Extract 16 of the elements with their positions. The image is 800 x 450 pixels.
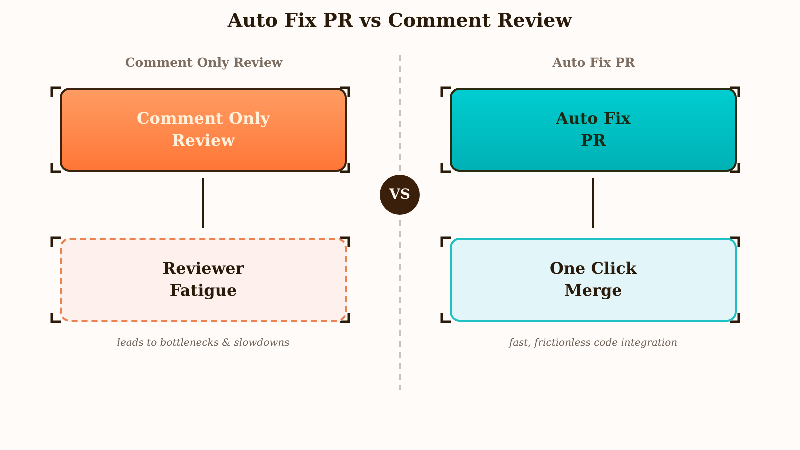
node-caption: leads to bottlenecks & slowdowns xyxy=(117,337,290,351)
outcome-box xyxy=(60,238,347,322)
node-label: One Click Merge xyxy=(548,258,638,302)
process-box xyxy=(450,88,737,172)
node-label: Auto Fix PR xyxy=(555,108,632,152)
outcome-box xyxy=(450,238,737,322)
column-heading: Comment Only Review xyxy=(125,55,283,71)
process-box xyxy=(60,88,347,172)
column-heading: Auto Fix PR xyxy=(552,55,636,71)
node-label: Comment Only Review xyxy=(136,108,272,152)
node-caption: fast, frictionless code integration xyxy=(509,337,678,351)
diagram-title: Auto Fix PR vs Comment Review xyxy=(228,9,572,34)
connector-line xyxy=(202,178,204,228)
connector-line xyxy=(592,178,594,228)
node-label: Reviewer Fatigue xyxy=(162,258,246,302)
node-label: VS xyxy=(390,186,410,205)
